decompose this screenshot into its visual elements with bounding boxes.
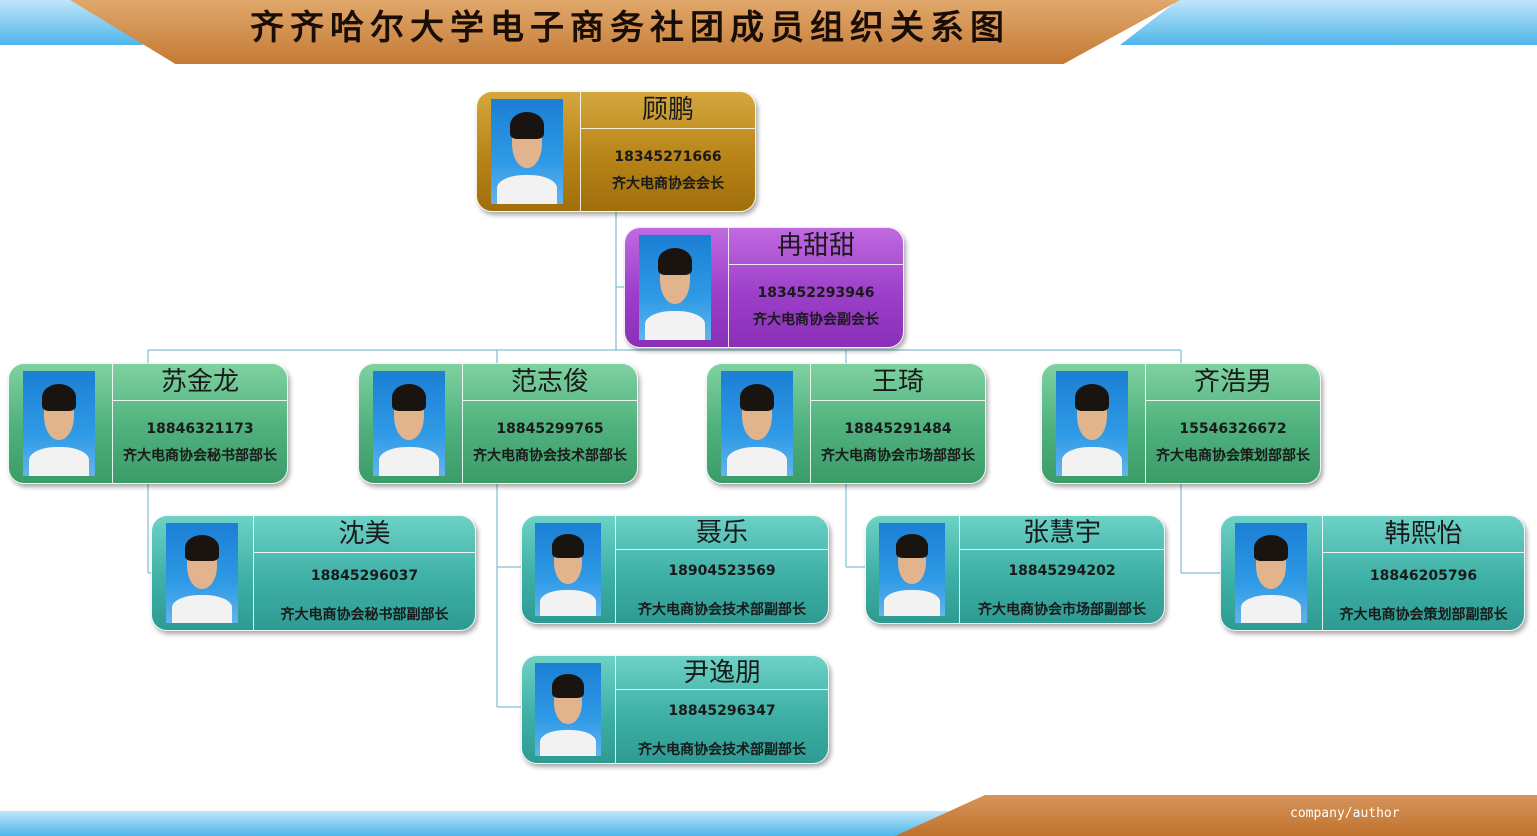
member-phone: 18845296037 xyxy=(310,568,419,584)
member-photo xyxy=(535,523,601,616)
member-name: 冉甜甜 xyxy=(729,228,903,265)
member-phone: 18345271666 xyxy=(614,149,722,165)
footer-author: company/author xyxy=(1290,806,1400,821)
member-phone: 18846321173 xyxy=(146,421,254,437)
member-photo xyxy=(373,371,445,476)
page-title: 齐齐哈尔大学电子商务社团成员组织关系图 xyxy=(250,8,1010,48)
member-role: 齐大电商协会副会长 xyxy=(753,312,879,328)
member-name: 沈美 xyxy=(254,516,475,553)
member-photo xyxy=(535,663,601,756)
member-photo xyxy=(23,371,95,476)
member-role: 齐大电商协会技术部副部长 xyxy=(638,742,806,758)
member-role: 齐大电商协会策划部部长 xyxy=(1156,448,1310,464)
member-role: 齐大电商协会秘书部副部长 xyxy=(280,607,449,623)
member-card-planning-head: 齐浩男 15546326672 齐大电商协会策划部部长 xyxy=(1041,363,1321,484)
member-card-market-deputy: 张慧宇 18845294202 齐大电商协会市场部副部长 xyxy=(865,515,1165,624)
member-name: 顾鹏 xyxy=(581,92,755,129)
footer-orange-band xyxy=(895,795,1537,836)
member-card-tech-head: 范志俊 18845299765 齐大电商协会技术部部长 xyxy=(358,363,638,484)
member-name: 范志俊 xyxy=(463,364,637,401)
member-name: 聂乐 xyxy=(616,516,828,550)
footer-blue-band xyxy=(0,811,1000,836)
header-right-band xyxy=(1120,0,1537,45)
member-photo xyxy=(1235,523,1307,623)
member-card-tech-deputy-2: 尹逸朋 18845296347 齐大电商协会技术部副部长 xyxy=(521,655,829,764)
member-photo xyxy=(639,235,711,340)
member-photo xyxy=(491,99,563,204)
member-card-president: 顾鹏 18345271666 齐大电商协会会长 xyxy=(476,91,756,212)
member-name: 齐浩男 xyxy=(1146,364,1320,401)
member-photo xyxy=(166,523,238,623)
member-phone: 15546326672 xyxy=(1179,421,1287,437)
member-photo xyxy=(879,523,945,616)
member-phone: 18904523569 xyxy=(668,563,776,579)
member-card-tech-deputy-1: 聂乐 18904523569 齐大电商协会技术部副部长 xyxy=(521,515,829,624)
member-name: 韩熙怡 xyxy=(1323,516,1524,553)
member-card-vice-president: 冉甜甜 183452293946 齐大电商协会副会长 xyxy=(624,227,904,348)
member-card-secretary-head: 苏金龙 18846321173 齐大电商协会秘书部部长 xyxy=(8,363,288,484)
member-role: 齐大电商协会市场部副部长 xyxy=(978,602,1146,618)
member-role: 齐大电商协会技术部副部长 xyxy=(638,602,806,618)
member-photo xyxy=(1056,371,1128,476)
member-card-planning-deputy: 韩熙怡 18846205796 齐大电商协会策划部副部长 xyxy=(1220,515,1525,631)
member-role: 齐大电商协会市场部部长 xyxy=(821,448,975,464)
member-photo xyxy=(721,371,793,476)
member-phone: 18845296347 xyxy=(668,703,776,719)
member-name: 苏金龙 xyxy=(113,364,287,401)
member-phone: 18845294202 xyxy=(1008,563,1116,579)
member-phone: 18845291484 xyxy=(844,421,952,437)
member-role: 齐大电商协会技术部部长 xyxy=(473,448,627,464)
member-card-market-head: 王琦 18845291484 齐大电商协会市场部部长 xyxy=(706,363,986,484)
member-name: 王琦 xyxy=(811,364,985,401)
member-role: 齐大电商协会会长 xyxy=(612,176,724,192)
member-role: 齐大电商协会秘书部部长 xyxy=(123,448,277,464)
member-card-secretary-deputy: 沈美 18845296037 齐大电商协会秘书部副部长 xyxy=(151,515,476,631)
member-phone: 183452293946 xyxy=(757,285,875,301)
title-banner xyxy=(70,0,1180,64)
member-phone: 18846205796 xyxy=(1369,568,1478,584)
member-phone: 18845299765 xyxy=(496,421,604,437)
member-name: 尹逸朋 xyxy=(616,656,828,690)
member-role: 齐大电商协会策划部副部长 xyxy=(1339,607,1508,623)
member-name: 张慧宇 xyxy=(960,516,1164,550)
